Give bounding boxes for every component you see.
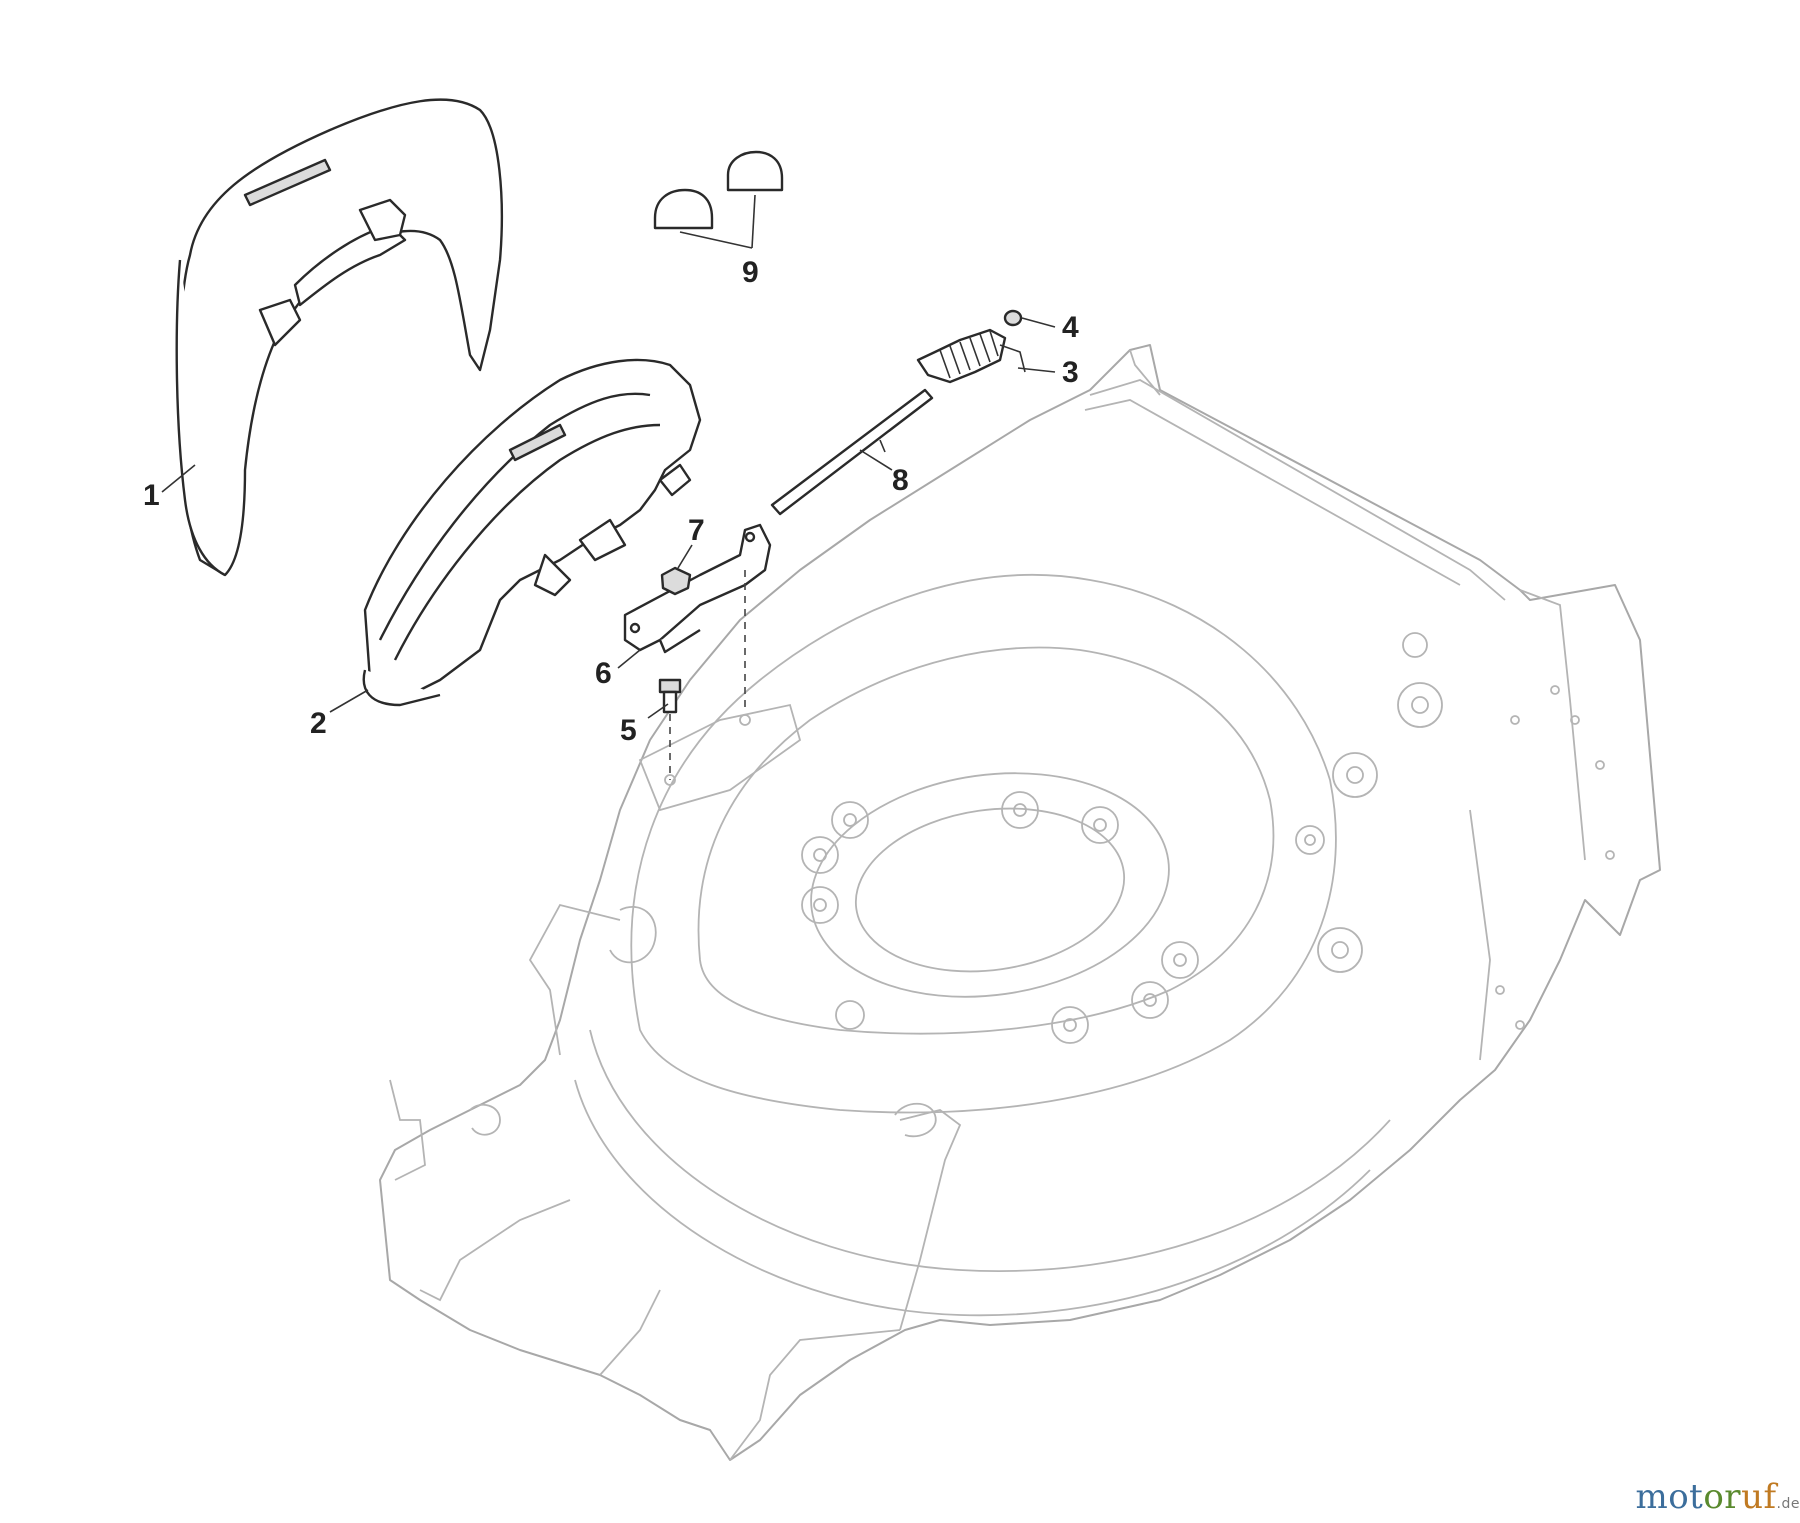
callout-7: 7 xyxy=(688,514,705,547)
watermark-part-3: uf xyxy=(1741,1477,1777,1517)
part-3-spring xyxy=(916,328,1026,384)
callout-9: 9 xyxy=(742,256,759,289)
part-5-bolt xyxy=(658,678,682,714)
part-7-nut xyxy=(660,566,692,596)
watermark-part-4: .de xyxy=(1776,1496,1800,1512)
callout-6: 6 xyxy=(595,657,612,690)
part-4-washer xyxy=(1003,309,1023,327)
watermark-logo: motoruf.de xyxy=(1635,1477,1800,1517)
watermark-part-1: mot xyxy=(1635,1477,1704,1517)
watermark-part-2: or xyxy=(1703,1477,1742,1517)
part-2-deflector xyxy=(362,358,702,707)
callout-1: 1 xyxy=(143,479,160,512)
mower-deck xyxy=(379,344,1661,1461)
callout-2: 2 xyxy=(310,707,327,740)
leader-lines xyxy=(161,317,1056,719)
part-9-caps xyxy=(653,150,784,249)
callout-3: 3 xyxy=(1062,356,1079,389)
callout-4: 4 xyxy=(1062,311,1079,344)
callout-5: 5 xyxy=(620,714,637,747)
part-1-rear-cover xyxy=(175,98,504,577)
callout-8: 8 xyxy=(892,464,909,497)
part-8-rod xyxy=(770,388,934,516)
